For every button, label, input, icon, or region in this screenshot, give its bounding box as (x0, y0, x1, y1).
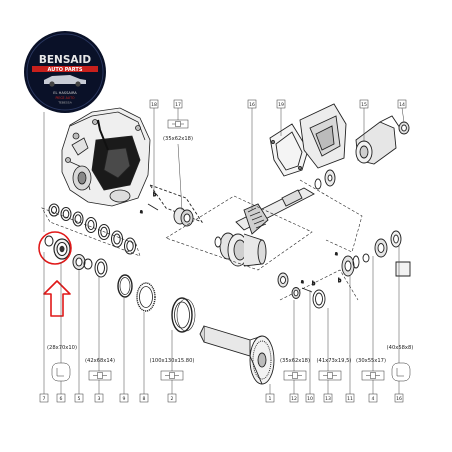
size-label-35x62x18-b: (35x62x18) (280, 358, 310, 364)
ref-bottom-10: 10 (307, 396, 313, 402)
ref-bottom-6: 6 (60, 396, 63, 402)
car-silhouette-icon (44, 75, 86, 87)
bottom-reference-numbers: 7 6 5 3 9 8 2 1 12 10 13 11 4 16 (39, 393, 404, 403)
bearing-symbol-3 (88, 370, 112, 381)
ring-3 (94, 258, 108, 278)
svg-text:b: b (312, 281, 315, 287)
top-reference-numbers: 18 17 16 19 15 14 (149, 99, 407, 109)
synchro-ring-9 (117, 274, 133, 298)
bearing-symbol-2 (160, 370, 184, 381)
size-label-100x130x15-80: (100x130x15.80) (150, 358, 195, 364)
seal-row-dashed-box (41, 207, 141, 257)
ref-bottom-1: 1 (269, 396, 272, 402)
seal-row-upper (48, 203, 136, 255)
output-flange-15 (355, 115, 401, 165)
ref-bottom-9: 9 (123, 396, 126, 402)
bearing-symbol-boxes (51, 362, 411, 382)
bearing-symbol-12 (283, 370, 307, 381)
logo-brand: BENSAID (39, 54, 92, 66)
svg-text:a: a (335, 252, 338, 257)
svg-text:b: b (338, 278, 341, 284)
ref-bottom-5: 5 (78, 396, 81, 402)
bearing-11-group: a b (335, 230, 402, 284)
bearing-5 (72, 254, 93, 270)
ref-bottom-3: 3 (98, 396, 101, 402)
crown-ring-2 (171, 297, 196, 333)
logo-tagline: AUTO PARTS (48, 67, 83, 73)
ref-bottom-8: 8 (143, 396, 146, 402)
gearbox-housing (61, 107, 151, 207)
assembly-dashed-box (165, 179, 363, 301)
svg-text:a: a (301, 280, 304, 285)
ref-bottom-11: 11 (347, 396, 353, 402)
logo-line3: TEBESSA (57, 101, 73, 105)
seal-symbol-left (51, 362, 71, 382)
ref-top-18: 18 (151, 102, 157, 108)
ref-top-17: 17 (175, 102, 181, 108)
svg-text:b: b (153, 192, 156, 198)
bearing-symbol-13 (318, 370, 342, 381)
ref-bottom-13: 13 (325, 396, 331, 402)
ref-top-19: 19 (278, 102, 284, 108)
size-label-28x70x10: (28x70x10) (47, 345, 77, 351)
highlighted-seal-6 (38, 231, 72, 317)
size-label-40x58x8: (40x58x8) (387, 345, 414, 351)
ref-top-14: 14 (399, 102, 405, 108)
svg-text:a: a (140, 210, 143, 215)
size-labels: (28x70x10) (42x68x14) (100x130x15.80) (3… (47, 345, 413, 364)
highlight-circle (38, 231, 72, 265)
differential-gear (214, 232, 267, 267)
ref-bottom-4: 4 (372, 396, 375, 402)
pinion-shaft-18 (235, 169, 336, 235)
bearing-12-set: a b (277, 272, 326, 309)
housing-half (299, 103, 347, 169)
ref-bottom-16: 16 (396, 396, 402, 402)
end-cap-14 (395, 261, 411, 277)
ref-bottom-2: 2 (171, 396, 174, 402)
size-label-41x73x19-5: (41x73x19,5) (317, 358, 352, 364)
logo-line2: PIECE AUTO (55, 96, 75, 100)
size-label-35x62x18: (35x62x18) (163, 136, 193, 142)
bearing-17-group: b a (140, 184, 204, 227)
size-label-42x68x14: (42x68x14) (85, 358, 115, 364)
ref-top-15: 15 (361, 102, 367, 108)
bearing-symbol-top: (35x62x18) (163, 119, 193, 142)
seal-16 (398, 121, 410, 135)
logo-line1: EL HASSAIRA (53, 91, 77, 95)
highlight-arrow-icon (43, 280, 71, 317)
bensaid-logo: BENSAID AUTO PARTS EL HASSAIRA PIECE AUT… (24, 31, 106, 113)
size-label-30x55x17: (30x55x17) (356, 358, 386, 364)
synchro-ring-8 (136, 282, 156, 312)
ref-bottom-7: 7 (43, 396, 46, 402)
ref-top-16: 16 (249, 102, 255, 108)
seal-symbol-right (391, 362, 411, 382)
output-shaft-1 (199, 325, 275, 385)
bearing-symbol-11 (361, 370, 385, 381)
ref-bottom-12: 12 (291, 396, 297, 402)
